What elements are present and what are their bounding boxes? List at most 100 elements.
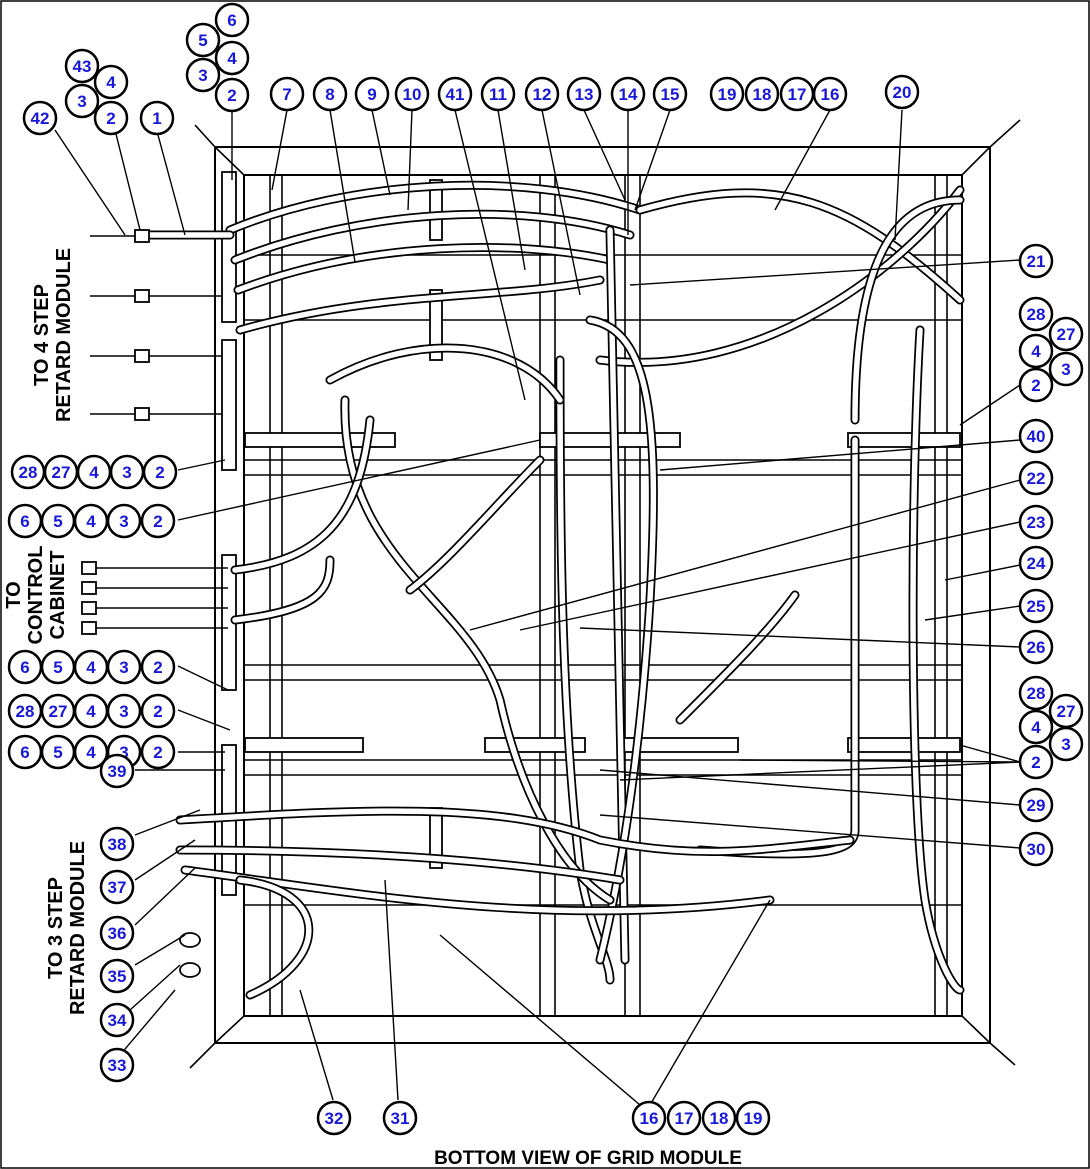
callout-73: 36 xyxy=(99,915,135,951)
callout-18: 13 xyxy=(566,76,602,112)
callout-number: 5 xyxy=(53,512,62,531)
callout-81: 18 xyxy=(701,1100,737,1136)
callout-17: 12 xyxy=(524,76,560,112)
callout-76: 33 xyxy=(99,1047,135,1083)
callout-36: 25 xyxy=(1018,588,1054,624)
callout-33: 22 xyxy=(1018,460,1054,496)
callout-13: 9 xyxy=(354,76,390,112)
callout-39: 27 xyxy=(43,454,79,490)
callout-circle xyxy=(140,649,176,685)
callout-25: 20 xyxy=(884,74,920,110)
callout-circle xyxy=(1018,460,1054,496)
callout-circle xyxy=(140,693,176,729)
callout-28: 27 xyxy=(1048,316,1084,352)
callout-number: 34 xyxy=(108,1011,127,1030)
callout-circle xyxy=(106,503,142,539)
callout-circle xyxy=(214,2,250,38)
callout-number: 27 xyxy=(1057,325,1076,344)
callout-42: 2 xyxy=(142,454,178,490)
callout-55: 4 xyxy=(73,693,109,729)
callout-number: 26 xyxy=(1027,638,1046,657)
callout-53: 28 xyxy=(7,693,43,729)
callout-number: 2 xyxy=(153,743,162,762)
callout-number: 24 xyxy=(1027,554,1046,573)
callout-number: 27 xyxy=(49,702,68,721)
callout-29: 4 xyxy=(1018,333,1054,369)
callout-number: 13 xyxy=(575,85,594,104)
callout-number: 3 xyxy=(122,463,131,482)
module-frame xyxy=(189,119,1021,1069)
callout-circle xyxy=(185,57,221,93)
callout-number: 5 xyxy=(198,31,207,50)
callout-32: 40 xyxy=(1018,418,1054,454)
callout-75: 34 xyxy=(99,1002,135,1038)
callout-49: 5 xyxy=(40,649,76,685)
to-4-step-label-line1: TO 4 STEP xyxy=(31,284,53,386)
callout-number: 42 xyxy=(31,109,50,128)
callout-79: 16 xyxy=(631,1100,667,1136)
callout-circle xyxy=(99,915,135,951)
callout-number: 19 xyxy=(744,1109,763,1128)
callout-circle xyxy=(140,734,176,770)
callout-circle xyxy=(22,100,58,136)
callout-48: 6 xyxy=(7,649,43,685)
callout-number: 19 xyxy=(718,85,737,104)
callout-5: 43 xyxy=(64,48,100,84)
callout-number: 3 xyxy=(119,743,128,762)
callout-circle xyxy=(566,76,602,112)
callout-64: 27 xyxy=(1048,693,1084,729)
callout-circle xyxy=(666,1100,702,1136)
callout-0: 6 xyxy=(214,2,250,38)
callout-27: 28 xyxy=(1018,296,1054,332)
callout-number: 6 xyxy=(20,658,29,677)
callout-71: 38 xyxy=(99,826,135,862)
callout-37: 26 xyxy=(1018,629,1054,665)
callout-number: 37 xyxy=(108,878,127,897)
callout-number: 1 xyxy=(152,109,161,128)
callout-circle xyxy=(140,503,176,539)
callout-number: 22 xyxy=(1027,469,1046,488)
callout-40: 4 xyxy=(76,454,112,490)
callout-number: 12 xyxy=(533,85,552,104)
callout-number: 27 xyxy=(1057,702,1076,721)
callout-number: 28 xyxy=(16,702,35,721)
callout-number: 2 xyxy=(153,658,162,677)
callout-23: 17 xyxy=(779,76,815,112)
callout-circle xyxy=(99,958,135,994)
callout-number: 5 xyxy=(53,658,62,677)
callout-16: 11 xyxy=(480,76,516,112)
callout-72: 37 xyxy=(99,869,135,905)
callout-number: 2 xyxy=(1031,376,1040,395)
callout-circle xyxy=(1018,744,1054,780)
callout-circle xyxy=(382,1100,418,1136)
callout-number: 28 xyxy=(1027,684,1046,703)
callout-14: 10 xyxy=(394,76,430,112)
callout-number: 9 xyxy=(367,85,376,104)
callout-circle xyxy=(1018,504,1054,540)
callout-number: 4 xyxy=(89,463,99,482)
callout-number: 20 xyxy=(893,83,912,102)
callout-30: 3 xyxy=(1048,351,1084,387)
to-3-step-label-line2: RETARD MODULE xyxy=(67,841,89,1015)
callout-21: 19 xyxy=(709,76,745,112)
callout-circle xyxy=(139,100,175,136)
callout-circle xyxy=(316,1100,352,1136)
callout-number: 41 xyxy=(446,85,465,104)
callout-number: 18 xyxy=(753,85,772,104)
callout-number: 4 xyxy=(86,743,96,762)
callout-number: 3 xyxy=(77,92,86,111)
callout-circle xyxy=(1018,333,1054,369)
callout-69: 30 xyxy=(1018,831,1054,867)
callout-circle xyxy=(99,1002,135,1038)
callout-number: 15 xyxy=(661,85,680,104)
callout-circle xyxy=(1018,418,1054,454)
callout-number: 21 xyxy=(1027,252,1046,271)
callout-38: 28 xyxy=(10,454,46,490)
callout-3: 3 xyxy=(185,57,221,93)
callout-circle xyxy=(1048,316,1084,352)
callout-number: 2 xyxy=(106,109,115,128)
callout-58: 6 xyxy=(7,734,43,770)
callout-circle xyxy=(1048,726,1084,762)
callout-circle xyxy=(1018,831,1054,867)
